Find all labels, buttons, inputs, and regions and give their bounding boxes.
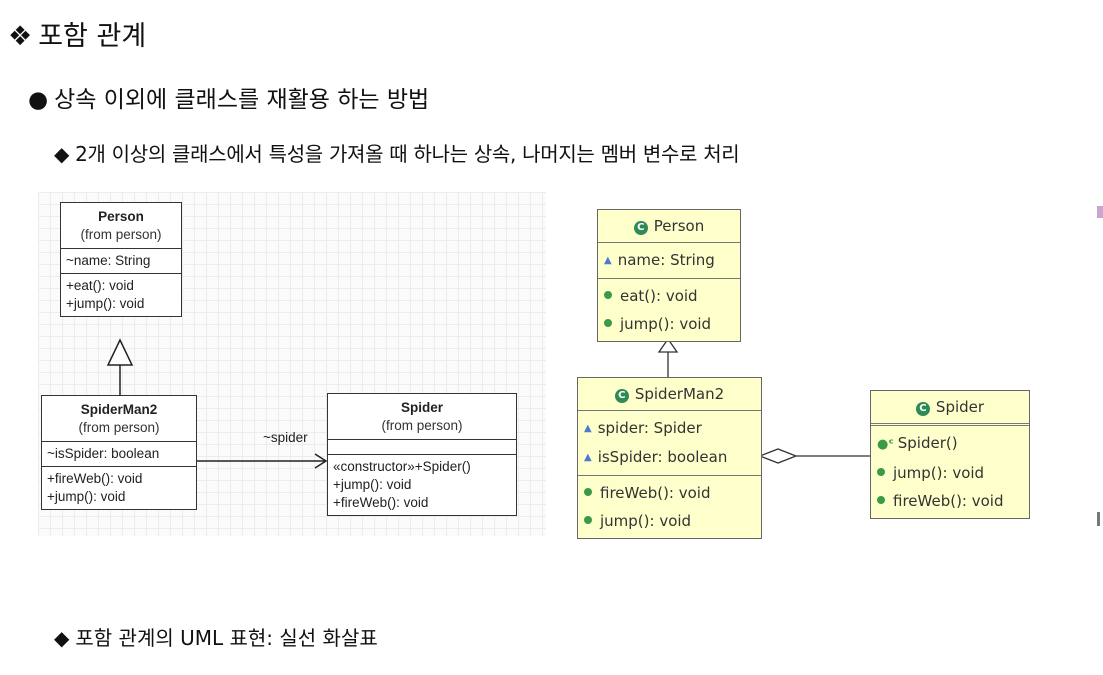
class-spider[interactable]: Spider (from person) «constructor»+Spider… [327, 393, 517, 516]
class-name: SpiderMan2 [80, 402, 158, 417]
operation: jump(): void [600, 512, 692, 530]
public-method-icon [877, 496, 885, 504]
diamond-bullet-icon: ❖ [8, 21, 33, 52]
constructor-icon: ●ᶜ [877, 437, 894, 452]
package-visibility-icon: ▲ [584, 452, 592, 463]
slide-title: ❖포함 관계 [8, 21, 147, 52]
class-spiderman2[interactable]: C SpiderMan2 ▲ spider: Spider ▲ isSpider: bo… [577, 377, 762, 539]
generalization-arrowhead [657, 337, 679, 353]
attribute: ~name: String [66, 253, 151, 268]
association-label: ~spider [263, 430, 308, 445]
class-name: SpiderMan2 [634, 385, 725, 403]
operation: Spider() [897, 434, 958, 452]
class-name: Spider [400, 400, 443, 415]
generalization-arrowhead [106, 338, 134, 366]
attribute: ~isSpider: boolean [47, 446, 160, 461]
sub-bullet: ◆포함 관계의 UML 표현: 실선 화살표 [54, 626, 378, 650]
class-package: (from person) [78, 420, 160, 435]
diamond-bullet-icon: ◆ [54, 142, 70, 166]
left-diagram-connectors [106, 338, 328, 469]
class-package: (from person) [80, 227, 162, 242]
package-visibility-icon: ▲ [604, 255, 612, 266]
class-person[interactable]: Person (from person) ~name: String +eat()… [60, 202, 182, 317]
public-method-icon [604, 319, 612, 327]
operation: +fireWeb(): void [333, 495, 429, 510]
operation: «constructor»+Spider() [333, 459, 471, 474]
public-method-icon [877, 468, 885, 476]
operation: eat(): void [620, 287, 698, 305]
class-package: (from person) [381, 418, 463, 433]
right-diagram-connectors [657, 337, 870, 464]
circle-bullet-icon: ● [28, 87, 49, 113]
public-method-icon [584, 516, 592, 524]
clipped-edge-fragment [1097, 512, 1100, 526]
public-method-icon [604, 291, 612, 299]
aggregation-diamond [758, 448, 798, 464]
operation: fireWeb(): void [893, 492, 1004, 510]
uml-diagram-eclipse: C Person ▲ name: String eat(): void jump():… [570, 200, 1040, 540]
operation: jump(): void [893, 464, 985, 482]
attribute: name: String [617, 251, 715, 269]
clipped-edge-fragment [1097, 206, 1103, 218]
operation: +jump(): void [333, 477, 412, 492]
class-name: Spider [935, 398, 985, 416]
operation: jump(): void [620, 315, 712, 333]
class-name: Person [653, 217, 705, 235]
public-method-icon [584, 488, 592, 496]
class-icon: C [614, 389, 629, 403]
operation: +eat(): void [66, 278, 134, 293]
class-person[interactable]: C Person ▲ name: String eat(): void jump():… [597, 209, 741, 342]
operation: +jump(): void [47, 489, 126, 504]
operation: +jump(): void [66, 296, 145, 311]
bullet-point: ●상속 이외에 클래스를 재활용 하는 방법 [28, 87, 430, 113]
uml-diagram-rational: ~spider Person (from person) ~name: Strin… [38, 192, 546, 536]
attribute: spider: Spider [597, 419, 702, 437]
class-spiderman2[interactable]: SpiderMan2 (from person) ~isSpider: boole… [41, 395, 197, 510]
sub-bullet: ◆2개 이상의 클래스에서 특성을 가져올 때 하나는 상속, 나머지는 멤버 … [54, 142, 740, 166]
class-name: Person [98, 209, 144, 224]
diamond-bullet-icon: ◆ [54, 626, 70, 650]
association-arrowhead [314, 453, 328, 469]
attribute: isSpider: boolean [597, 448, 728, 466]
operation: fireWeb(): void [600, 484, 711, 502]
class-icon: C [915, 402, 930, 416]
operation: +fireWeb(): void [47, 471, 143, 486]
package-visibility-icon: ▲ [584, 423, 592, 434]
class-icon: C [633, 221, 648, 235]
